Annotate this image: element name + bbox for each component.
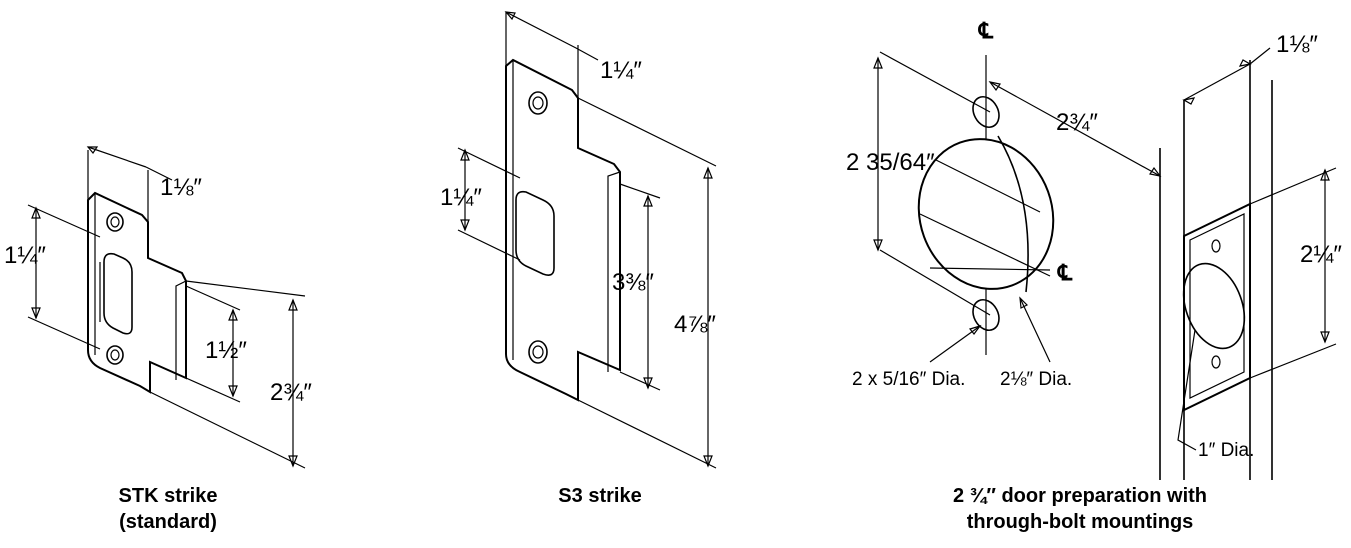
s3-dim-height: 4⅞″ [674, 311, 716, 338]
s3-dim-top: 1¼″ [600, 57, 642, 84]
s3-caption: S3 strike [558, 485, 641, 507]
bolt-hole-top [972, 95, 1000, 129]
door-prep: ℄ ℄ 2 35/64″ 2¾″ 2 x 5/16″ Dia. 2⅛″ Dia. [846, 18, 1342, 533]
s3-screw-hole-bottom [528, 340, 548, 364]
stk-latch-opening [103, 252, 133, 335]
stk-strike: 1⅛″ 1¼″ 1½″ 2¾″ STK strike (standard) [4, 146, 312, 533]
s3-strike-plate [505, 58, 621, 402]
stk-caption-line1: STK strike [119, 485, 218, 507]
stk-screw-hole-bottom [106, 345, 124, 365]
prep-dim-edge-width: 1⅛″ [1276, 31, 1318, 58]
stk-strike-plate [87, 191, 187, 394]
stk-dim-left: 1¼″ [4, 242, 46, 269]
prep-dim-backset: 2¾″ [1056, 109, 1098, 136]
s3-latch-opening [515, 190, 555, 276]
prep-dim-spacing: 2 35/64″ [846, 149, 935, 176]
s3-strike: 1¼″ 1¼″ 3⅜″ 4⅞″ S3 strike [440, 11, 716, 507]
edge-face-plate [1183, 202, 1251, 412]
prep-label-bolt-holes: 2 x 5/16″ Dia. [852, 369, 965, 390]
stk-screw-hole-top [106, 212, 124, 232]
prep-dim-edge-height: 2¼″ [1300, 241, 1342, 268]
s3-dim-left: 1¼″ [440, 184, 482, 211]
prep-caption-line2: through-bolt mountings [967, 511, 1194, 533]
bolt-hole-bottom [972, 298, 1000, 332]
stk-dim-height: 2¾″ [270, 379, 312, 406]
bore-hole [917, 138, 1055, 290]
s3-screw-hole-top [528, 91, 548, 115]
s3-dim-inner: 3⅜″ [612, 269, 654, 296]
prep-caption-line1: 2 ¾″ door preparation with [953, 485, 1207, 507]
stk-dim-top: 1⅛″ [160, 174, 202, 201]
prep-label-bore: 2⅛″ Dia. [1000, 369, 1072, 390]
stk-dim-inner: 1½″ [205, 337, 247, 364]
stk-caption-line2: (standard) [119, 511, 217, 533]
prep-label-latch-hole: 1″ Dia. [1198, 440, 1254, 461]
centerline-top-symbol: ℄ [978, 18, 994, 43]
latch-hole [1182, 262, 1246, 350]
centerline-mid-symbol: ℄ [1057, 260, 1073, 285]
